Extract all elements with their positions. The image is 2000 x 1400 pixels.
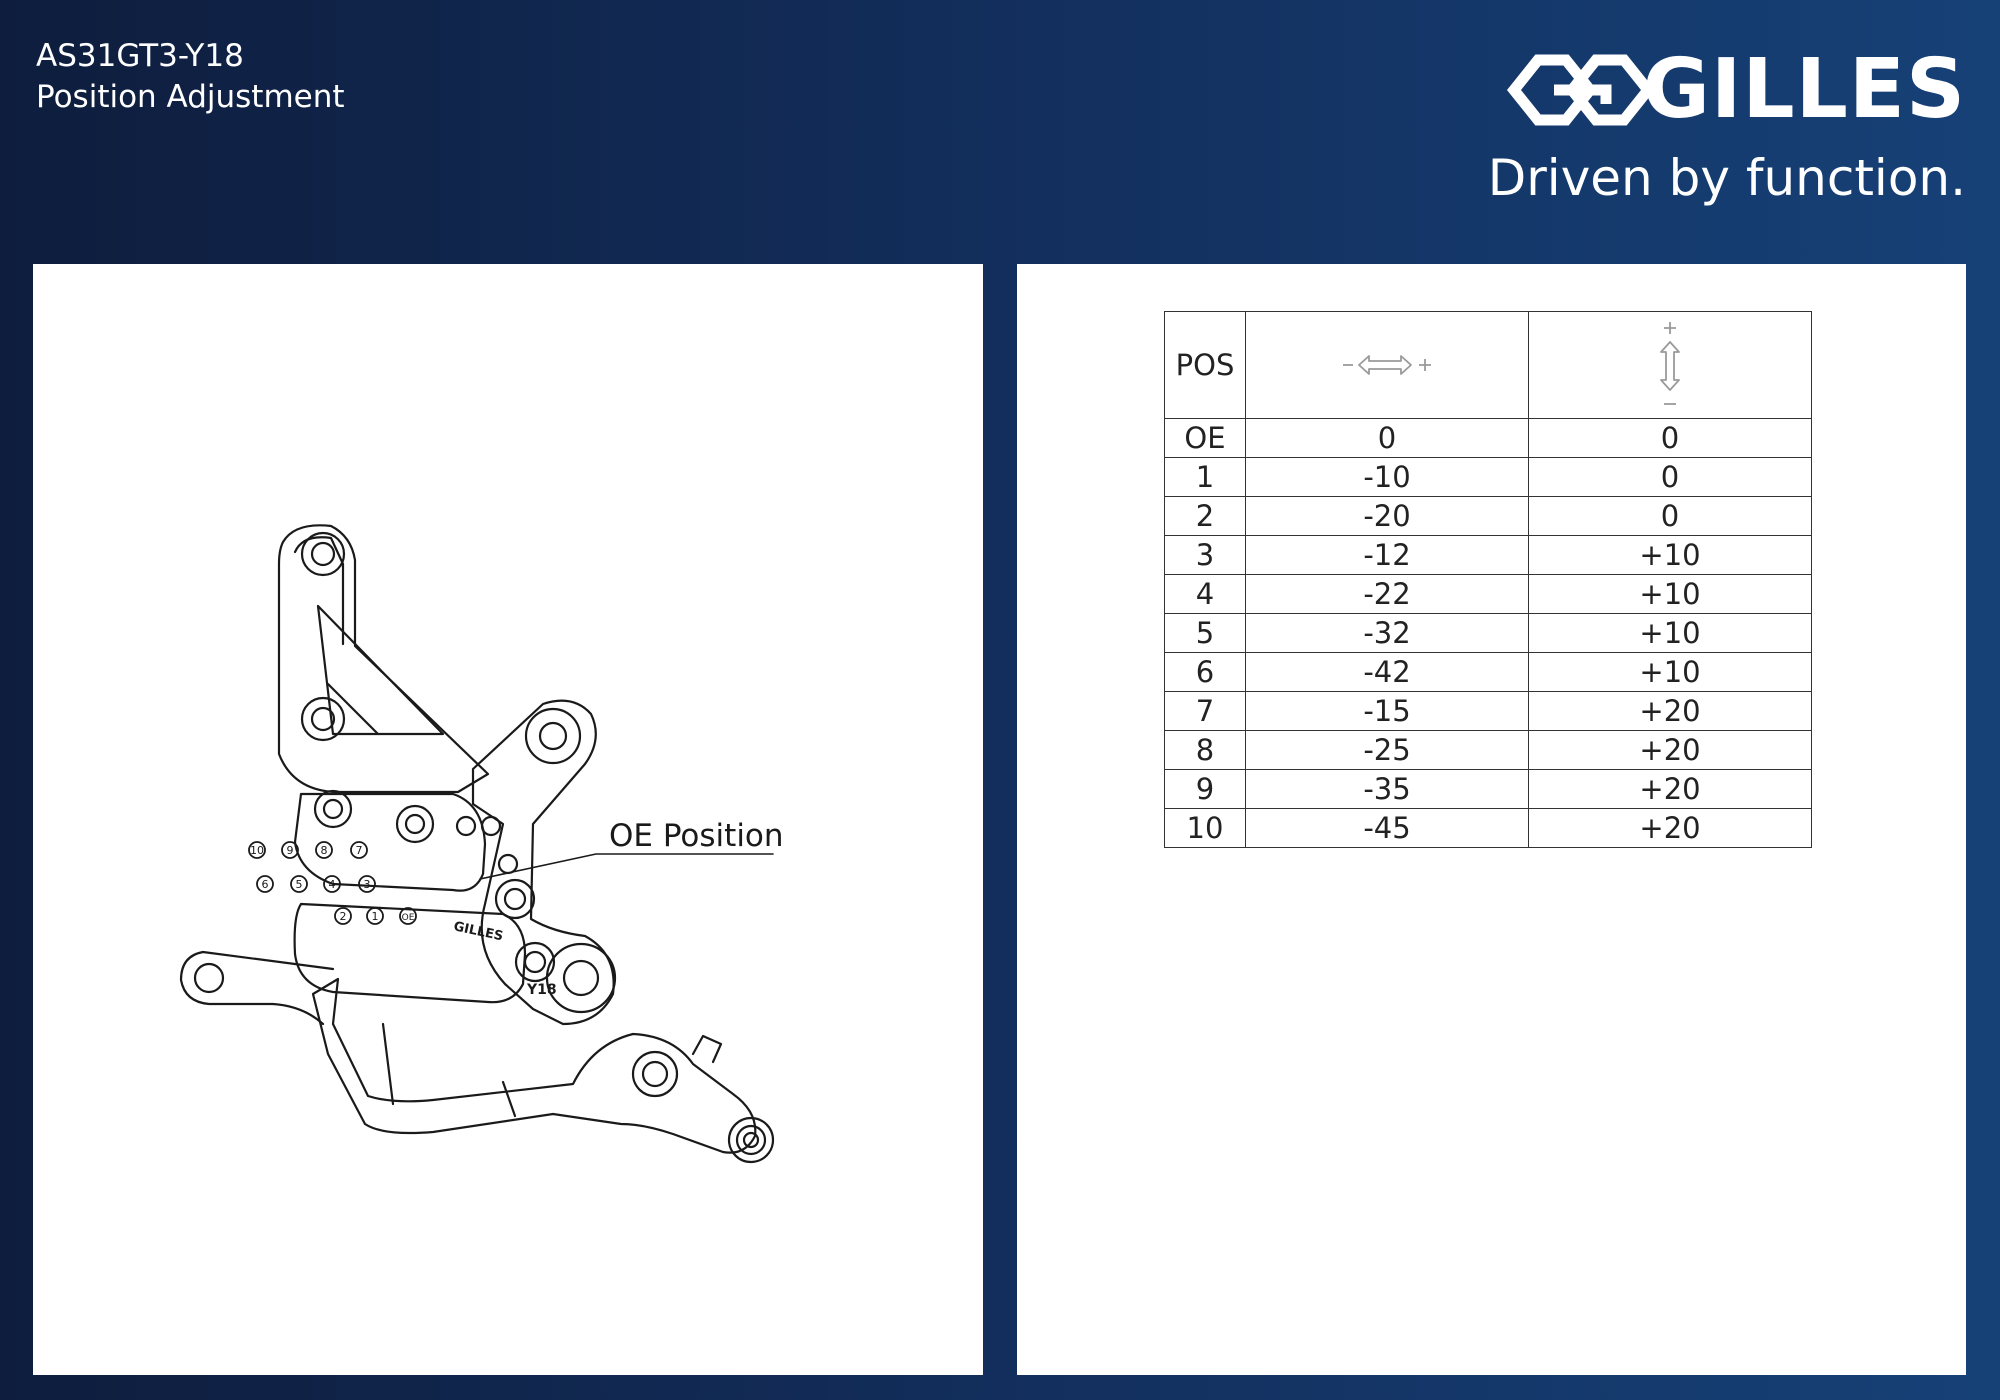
hole-label: 5 bbox=[296, 878, 303, 891]
cell-vertical: +10 bbox=[1528, 535, 1812, 575]
gilles-knot-logo-icon bbox=[1506, 54, 1656, 126]
cell-pos: 10 bbox=[1164, 808, 1246, 848]
cell-pos: 7 bbox=[1164, 691, 1246, 731]
cell-pos: 5 bbox=[1164, 613, 1246, 653]
cell-pos: 1 bbox=[1164, 457, 1246, 497]
cell-pos: 9 bbox=[1164, 769, 1246, 809]
table-row: 4-22+10 bbox=[1164, 574, 1812, 614]
cell-horizontal: -22 bbox=[1245, 574, 1529, 614]
table-panel: POS bbox=[1017, 264, 1966, 1375]
main-plate bbox=[455, 699, 617, 1026]
brand-tagline: Driven by function. bbox=[1487, 149, 1966, 207]
table-row: 8-25+20 bbox=[1164, 730, 1812, 770]
part-number: AS31GT3-Y18 bbox=[36, 38, 244, 74]
brand-logo: GILLES bbox=[1506, 40, 1966, 140]
cell-vertical: +10 bbox=[1528, 652, 1812, 692]
hole-label: 1 bbox=[372, 910, 379, 923]
hole-label: 7 bbox=[356, 844, 363, 857]
cell-pos: 8 bbox=[1164, 730, 1246, 770]
cell-horizontal: -20 bbox=[1245, 496, 1529, 536]
shift-lever bbox=[311, 977, 775, 1164]
hole-label: 2 bbox=[340, 910, 347, 923]
cell-vertical: +20 bbox=[1528, 808, 1812, 848]
vertical-adjust-arrow-icon bbox=[1660, 322, 1680, 405]
header-horizontal bbox=[1245, 311, 1529, 419]
mounting-bracket bbox=[277, 524, 490, 794]
hole-label: 3 bbox=[364, 878, 371, 891]
table-header-row: POS bbox=[1164, 311, 1812, 419]
cell-pos: 4 bbox=[1164, 574, 1246, 614]
cell-horizontal: 0 bbox=[1245, 418, 1529, 458]
linkage-arm bbox=[179, 950, 335, 1026]
cell-horizontal: -25 bbox=[1245, 730, 1529, 770]
cell-horizontal: -32 bbox=[1245, 613, 1529, 653]
adjustment-holes bbox=[248, 841, 417, 925]
cell-vertical: +20 bbox=[1528, 769, 1812, 809]
cell-horizontal: -12 bbox=[1245, 535, 1529, 575]
table-row: 5-32+10 bbox=[1164, 613, 1812, 653]
cell-vertical: +10 bbox=[1528, 613, 1812, 653]
cell-horizontal: -15 bbox=[1245, 691, 1529, 731]
table-row: 9-35+20 bbox=[1164, 769, 1812, 809]
cell-pos: OE bbox=[1164, 418, 1246, 458]
table-row: 7-15+20 bbox=[1164, 691, 1812, 731]
hole-label: 6 bbox=[262, 878, 269, 891]
cell-horizontal: -35 bbox=[1245, 769, 1529, 809]
document-title-block: AS31GT3-Y18 Position Adjustment bbox=[36, 36, 345, 118]
hole-label: 4 bbox=[329, 878, 336, 891]
cell-vertical: 0 bbox=[1528, 496, 1812, 536]
header-pos: POS bbox=[1164, 311, 1246, 419]
cell-pos: 3 bbox=[1164, 535, 1246, 575]
brand-block: GILLES Driven by function. bbox=[1488, 40, 1966, 220]
hole-label: 10 bbox=[250, 844, 264, 857]
table-row: 6-42+10 bbox=[1164, 652, 1812, 692]
cell-vertical: +20 bbox=[1528, 730, 1812, 770]
cell-vertical: 0 bbox=[1528, 457, 1812, 497]
cell-vertical: +20 bbox=[1528, 691, 1812, 731]
cell-pos: 6 bbox=[1164, 652, 1246, 692]
drawing-panel: 10 9 8 7 6 5 4 3 2 1 OE GILLES Y18 OE Po… bbox=[33, 264, 983, 1375]
hole-label: OE bbox=[402, 913, 415, 923]
cell-horizontal: -42 bbox=[1245, 652, 1529, 692]
hole-label: 8 bbox=[321, 844, 328, 857]
cell-vertical: 0 bbox=[1528, 418, 1812, 458]
adjustment-plate bbox=[293, 789, 556, 1004]
plate-stamp-model: Y18 bbox=[526, 982, 557, 998]
table-row: 10-45+20 bbox=[1164, 808, 1812, 848]
plate-stamp-brand: GILLES bbox=[452, 919, 504, 944]
oe-position-callout: OE Position bbox=[609, 818, 784, 854]
cell-vertical: +10 bbox=[1528, 574, 1812, 614]
document-subtitle: Position Adjustment bbox=[36, 79, 345, 115]
table-row: 3-12+10 bbox=[1164, 535, 1812, 575]
position-table: POS bbox=[1164, 311, 1812, 848]
cell-horizontal: -10 bbox=[1245, 457, 1529, 497]
horizontal-adjust-arrow-icon bbox=[1343, 355, 1431, 375]
hole-labels: 10 9 8 7 6 5 4 3 2 1 OE bbox=[250, 844, 415, 923]
rearset-technical-drawing: 10 9 8 7 6 5 4 3 2 1 OE GILLES Y18 OE Po… bbox=[179, 524, 784, 1164]
brand-name: GILLES bbox=[1642, 42, 1966, 137]
cell-horizontal: -45 bbox=[1245, 808, 1529, 848]
header-vertical bbox=[1528, 311, 1812, 419]
hole-label: 9 bbox=[287, 844, 294, 857]
callout-leader-line bbox=[479, 853, 774, 880]
cell-pos: 2 bbox=[1164, 496, 1246, 536]
